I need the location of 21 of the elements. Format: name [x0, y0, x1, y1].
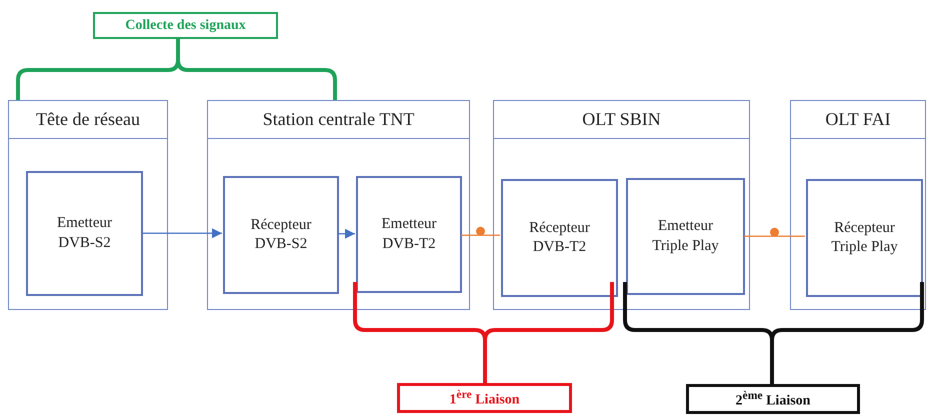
arrow [338, 228, 355, 239]
panel-header: Tête de réseau [9, 101, 167, 139]
connector-line [461, 226, 500, 236]
device-block: Récepteur DVB-S2 [223, 176, 339, 294]
device-block: Emetteur DVB-T2 [356, 176, 462, 293]
station-panel [8, 100, 168, 310]
panel-header: OLT SBIN [494, 101, 749, 139]
device-block: Emetteur Triple Play [626, 178, 745, 295]
device-block: Emetteur DVB-S2 [26, 171, 143, 296]
panel-header: Station centrale TNT [208, 101, 469, 139]
bracket-label: 1$^{ère}$ Liaison [397, 383, 572, 413]
connector-line [744, 228, 805, 237]
station-panel [790, 100, 926, 310]
panel-header: OLT FAI [791, 101, 925, 139]
bracket-label: 2$^{ème}$ Liaison [686, 384, 860, 414]
device-block: Récepteur Triple Play [806, 179, 923, 297]
device-block: Récepteur DVB-T2 [501, 179, 618, 297]
station-panel [493, 100, 750, 310]
bracket-label: Collecte des signaux [93, 12, 278, 39]
arrow [142, 228, 222, 238]
station-panel [207, 100, 470, 310]
